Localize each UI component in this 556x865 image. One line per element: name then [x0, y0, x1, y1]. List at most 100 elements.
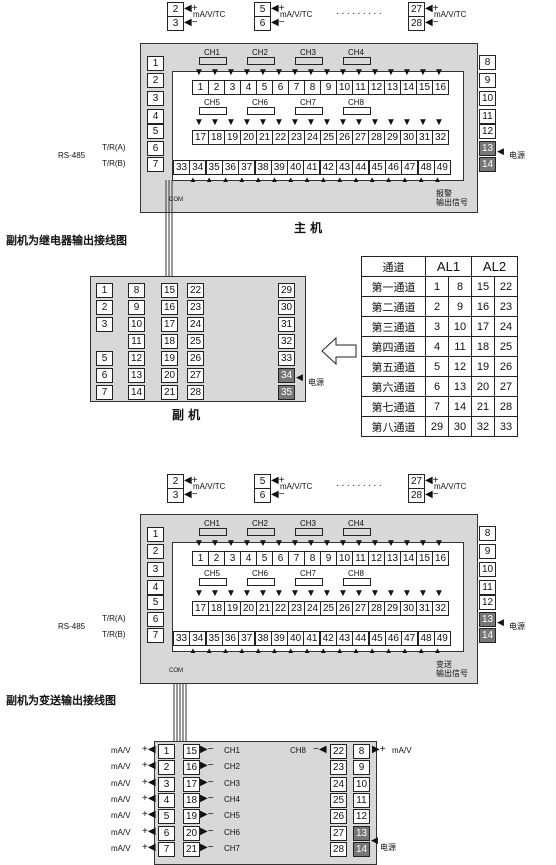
channel-label: CH7 — [300, 569, 317, 578]
signal-type-label: mA/V/TC — [280, 482, 313, 491]
channel-label: CH2 — [252, 48, 269, 57]
arrow-down-icon: ▼ — [386, 117, 396, 128]
host-row1-terminal: 6 — [272, 551, 289, 566]
slave-terminal: 19 — [161, 351, 178, 366]
channel-name-cell: 第四通道 — [361, 336, 426, 357]
arrow-down-icon: ▼ — [322, 117, 332, 128]
terminal-cell: 6 — [425, 376, 449, 397]
arrow-down-icon: ▼ — [210, 117, 220, 128]
channel-name-cell: 第一通道 — [361, 276, 426, 297]
host-right-terminal: 8 — [479, 55, 496, 70]
arrow-down-icon: ▼ — [274, 588, 284, 599]
channel-label: CH3 — [300, 519, 317, 528]
slave-mid-terminal: 20 — [183, 825, 200, 841]
ellipsis-dots: ········· — [336, 480, 384, 491]
host-row3-terminal: 35 — [205, 631, 223, 646]
host-row2-terminal: 20 — [240, 601, 257, 616]
terminal-cell: 7 — [425, 396, 449, 417]
arrow-left-icon: ◀− — [184, 17, 198, 28]
channel-name-cell: 第三通道 — [361, 316, 426, 337]
slave-terminal: 28 — [187, 385, 204, 400]
slave-terminal: 15 — [161, 283, 178, 298]
host-row3-terminal: 42 — [319, 631, 337, 646]
terminal-cell: 9 — [448, 296, 472, 317]
signal-label: mA/V — [111, 827, 131, 837]
relay-coil-icon — [247, 107, 275, 115]
hollow-arrow-icon — [321, 336, 357, 366]
slave-terminal: 12 — [128, 351, 145, 366]
arrow-down-icon: ▼ — [258, 67, 268, 78]
slave-left-terminal: 1 — [158, 744, 175, 759]
slave-terminal: 26 — [187, 351, 204, 366]
channel-label: CH4 — [224, 794, 241, 804]
arrow-down-icon: ▼ — [194, 588, 204, 599]
minus-arrow-icon: ▶− — [200, 744, 214, 755]
transmit-wiring-caption: 副机为变送输出接线图 — [6, 694, 116, 707]
slave-right-a-terminal: 24 — [330, 776, 347, 792]
channel-name-cell: 第五通道 — [361, 356, 426, 377]
arrow-down-icon: ▼ — [338, 117, 348, 128]
host-row3-terminal: 49 — [433, 160, 451, 175]
host-right-terminal: 13 — [479, 141, 496, 156]
terminal-cell: 27 — [494, 376, 518, 397]
terminal-plus: 2 — [167, 474, 184, 489]
plus-arrow-icon: +◀ — [142, 809, 156, 821]
arrow-up-icon: ▲ — [335, 175, 344, 184]
host-row3-terminal: 47 — [401, 631, 419, 646]
arrow-down-icon: ▼ — [370, 538, 380, 549]
arrow-up-icon: ▲ — [335, 646, 344, 655]
ch8-label: CH8 — [290, 746, 307, 755]
arrow-down-icon: ▼ — [354, 538, 364, 549]
arrow-up-icon: ▲ — [433, 175, 442, 184]
arrow-down-icon: ▼ — [434, 538, 444, 549]
host-right-terminal: 11 — [479, 580, 496, 595]
relay-coil-icon — [199, 57, 227, 65]
host-left-terminal: 1 — [147, 527, 164, 542]
arrow-up-icon: ▲ — [221, 175, 230, 184]
slave-terminal: 31 — [278, 317, 295, 332]
host-left-terminal: 5 — [147, 595, 164, 610]
host-row2-terminal: 32 — [432, 130, 449, 145]
host-left-terminal: 7 — [147, 157, 164, 172]
arrow-down-icon: ▼ — [338, 588, 348, 599]
relay-coil-icon — [199, 107, 227, 115]
arrow-down-icon: ▼ — [194, 117, 204, 128]
host-right-terminal: 14 — [479, 628, 496, 643]
arrow-down-icon: ▼ — [226, 67, 236, 78]
host-row2-terminal: 24 — [304, 130, 321, 145]
arrow-up-icon: ▲ — [368, 646, 377, 655]
host-row1-terminal: 10 — [336, 551, 353, 566]
relay-wiring-caption: 副机为继电器输出接线图 — [6, 234, 127, 247]
relay-coil-icon — [295, 528, 323, 536]
terminal-minus: 28 — [408, 488, 425, 503]
host-row3-terminal: 40 — [287, 631, 305, 646]
power-label: 电源 — [509, 622, 525, 631]
slave-right-b-terminal: 9 — [353, 760, 370, 776]
arrow-left-icon: ◀+ — [271, 3, 285, 14]
arrow-down-icon: ▼ — [290, 67, 300, 78]
channel-label: CH3 — [224, 778, 241, 788]
terminal-cell: 19 — [471, 356, 495, 377]
host-right-terminal: 10 — [479, 91, 496, 106]
minus-arrow-icon: ▶− — [200, 760, 214, 772]
terminal-cell: 8 — [448, 276, 472, 297]
arrow-up-icon: ▲ — [189, 646, 197, 655]
host-row1-terminal: 9 — [320, 551, 337, 566]
host-row2-terminal: 18 — [208, 601, 225, 616]
arrow-up-icon: ▲ — [352, 646, 360, 655]
terminal-cell: 22 — [494, 276, 518, 297]
arrow-down-icon: ▼ — [242, 117, 252, 128]
signal-label-2: mA/V — [392, 746, 412, 755]
arrow-up-icon: ▲ — [270, 646, 279, 655]
slave-terminal: 30 — [278, 300, 295, 315]
slave-right-b-terminal: 11 — [353, 792, 370, 808]
arrow-down-icon: ▼ — [194, 538, 204, 549]
power-label: 电源 — [308, 378, 324, 387]
host-row2-terminal: 28 — [368, 130, 385, 145]
arrow-icon: ◀ — [497, 617, 504, 627]
terminal-minus: 3 — [167, 488, 184, 503]
